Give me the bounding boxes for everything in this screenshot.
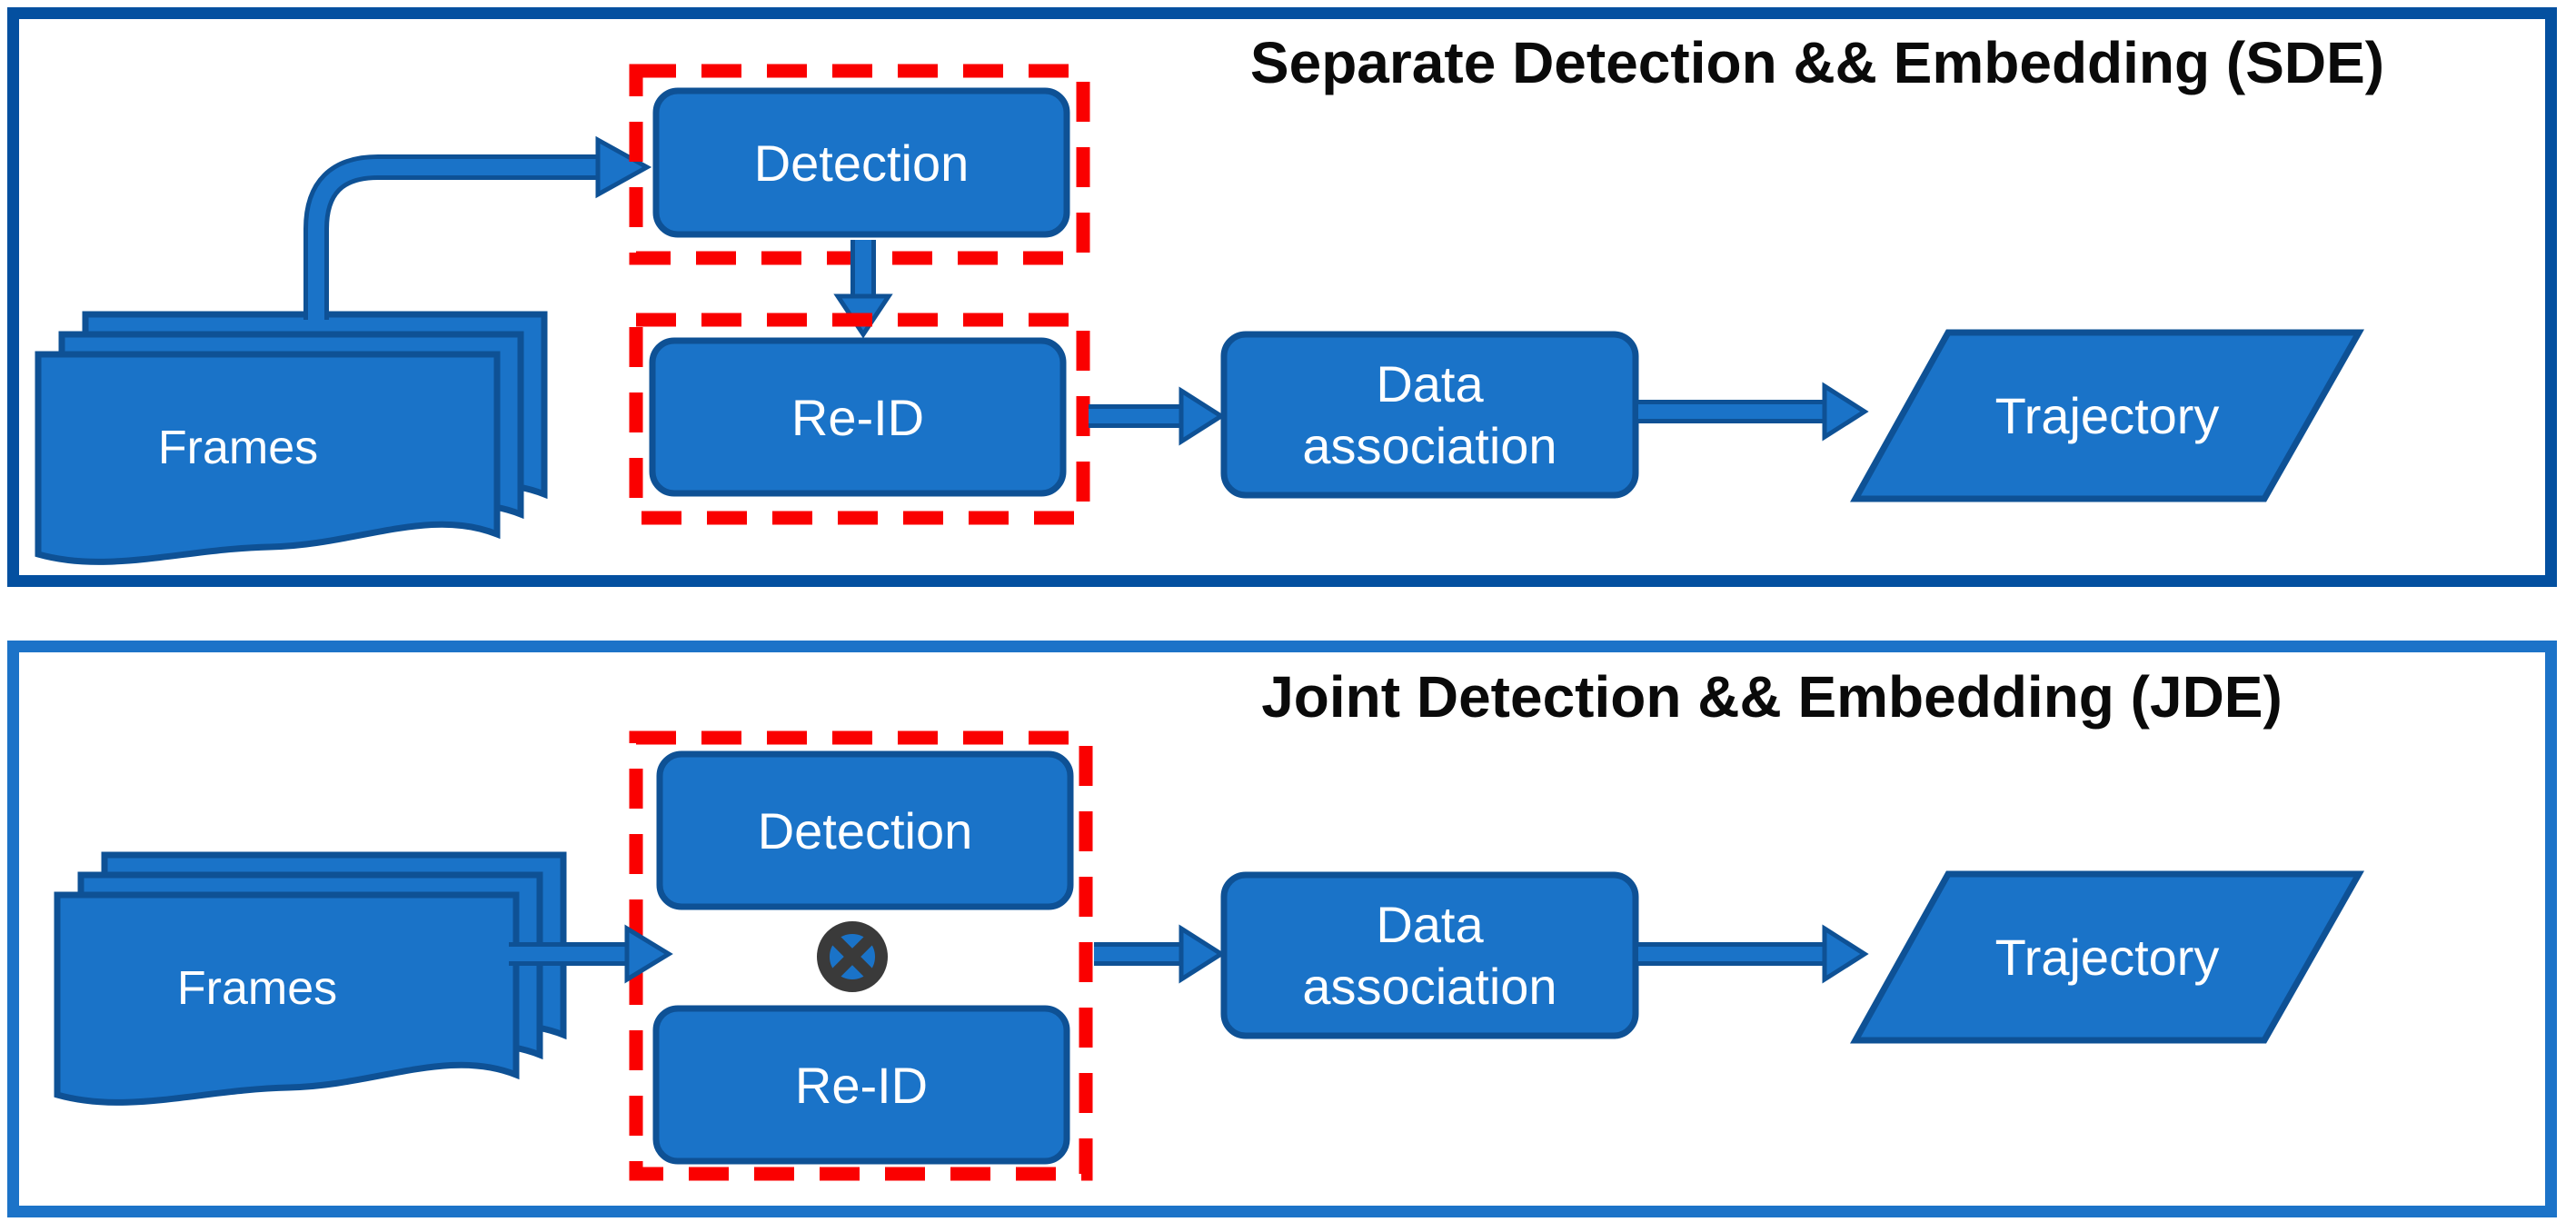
sde-reid-label: Re-ID	[791, 388, 925, 446]
sde-panel	[7, 7, 2557, 587]
sde-data-association-line2: association	[1302, 416, 1557, 474]
jde-frames-label: Frames	[176, 961, 338, 1015]
jde-panel	[7, 641, 2557, 1217]
jde-panel-title: Joint Detection && Embedding (JDE)	[1261, 664, 2283, 730]
jde-data-association-line2: association	[1302, 957, 1557, 1015]
sde-data-association-label: Data association	[1224, 334, 1636, 495]
jde-reid-label: Re-ID	[794, 1056, 929, 1114]
sde-frames-label: Frames	[157, 421, 319, 474]
sde-trajectory-label: Trajectory	[1994, 387, 2220, 444]
jde-data-association-label: Data association	[1224, 875, 1636, 1036]
jde-detection-label: Detection	[757, 801, 973, 859]
jde-trajectory-label: Trajectory	[1994, 929, 2220, 986]
jde-data-association-line1: Data	[1376, 896, 1484, 954]
sde-data-association-line1: Data	[1376, 355, 1484, 413]
sde-detection-label: Detection	[753, 134, 970, 192]
sde-panel-title: Separate Detection && Embedding (SDE)	[1249, 30, 2385, 95]
